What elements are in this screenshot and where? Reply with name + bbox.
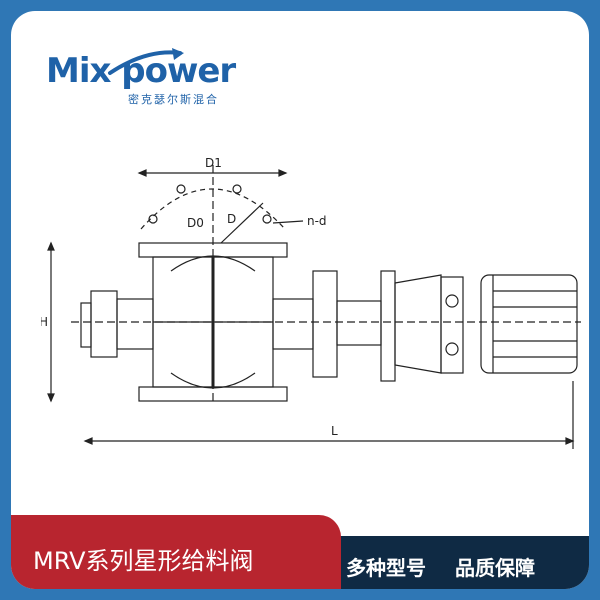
label-l: L: [331, 424, 338, 438]
valve-technical-drawing: D1 D0 D n-d H L: [41, 156, 581, 449]
logo-subtitle: 密克瑟尔斯混合: [128, 93, 219, 106]
label-h: H: [41, 315, 48, 329]
label-d1: D1: [205, 156, 222, 170]
feature-item: 多种型号: [346, 556, 426, 580]
feature-item: 品质保障: [454, 556, 535, 580]
brand-logo: Mix power 密克瑟尔斯混合: [46, 48, 246, 109]
banner-red-strip: [11, 515, 341, 589]
logo-swoosh-icon: [108, 48, 184, 75]
product-card: Mix power 密克瑟尔斯混合: [11, 11, 589, 589]
banner-dark-strip: [299, 536, 589, 589]
product-title: MRV系列星形给料阀: [33, 547, 254, 575]
label-d0: D0: [187, 216, 204, 230]
label-d: D: [227, 212, 236, 226]
feature-list: 多种型号 品质保障: [346, 552, 557, 581]
label-nd: n-d: [307, 214, 327, 228]
